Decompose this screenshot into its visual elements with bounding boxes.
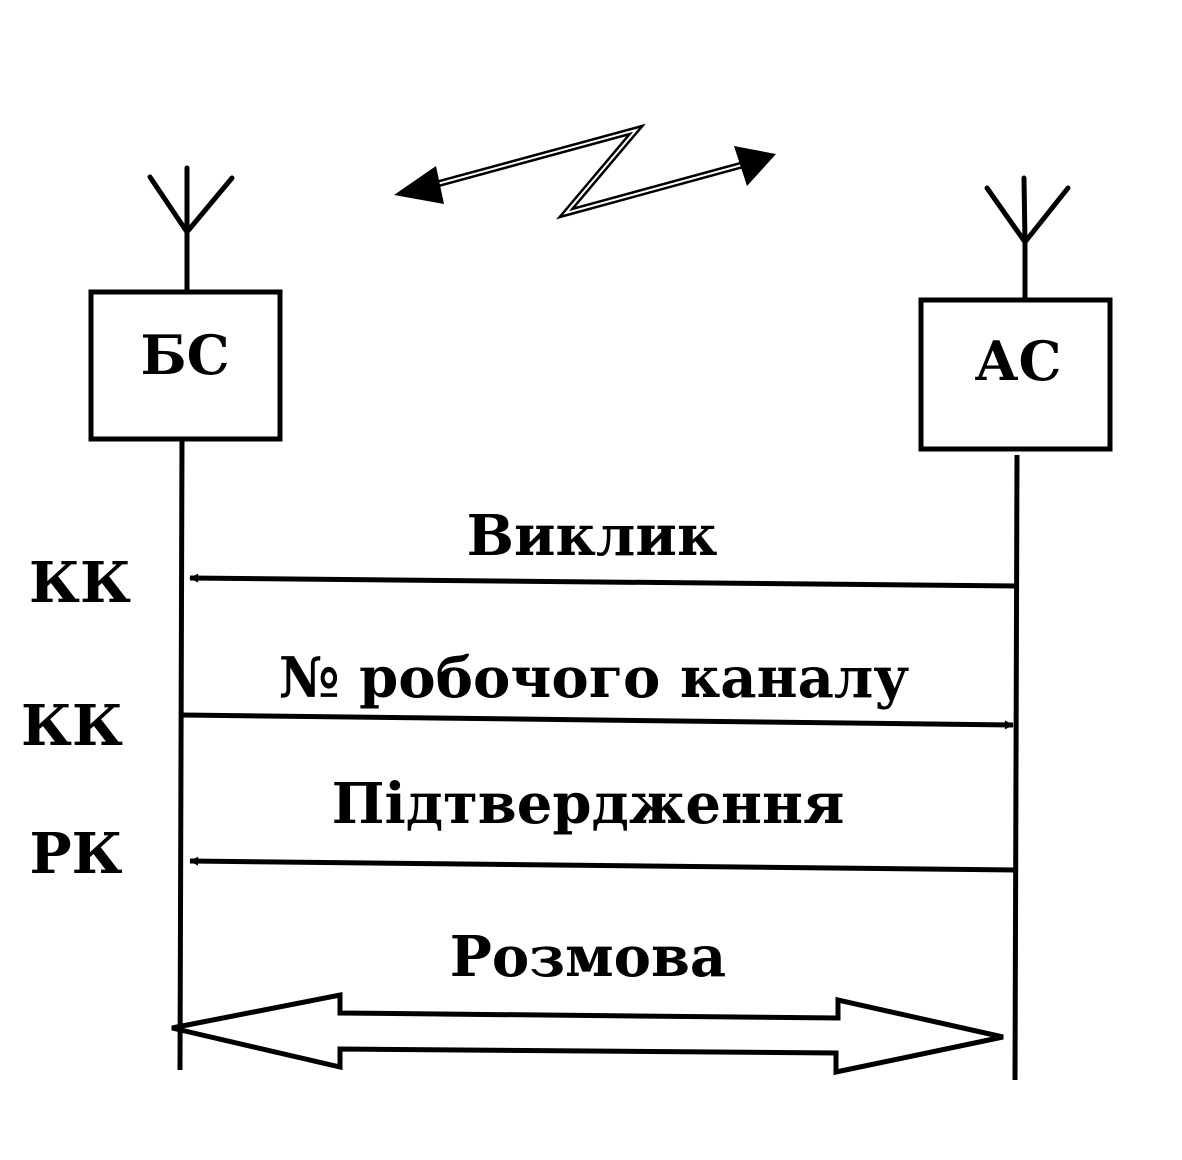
message-confirmation-label: Підтвердження bbox=[332, 771, 845, 837]
bidirectional-channel-arrow bbox=[171, 991, 1004, 1076]
radio-link-right-arrowhead bbox=[734, 146, 776, 186]
base-station-lifeline bbox=[177, 438, 185, 1071]
base-station-antenna-icon bbox=[147, 165, 235, 295]
message-call-arrow bbox=[189, 573, 1018, 589]
base-station-node: БС bbox=[88, 289, 283, 442]
side-label-control-channel-1: КК bbox=[29, 550, 131, 616]
message-conversation-label: Розмова bbox=[450, 924, 726, 990]
mobile-station-lifeline bbox=[1012, 454, 1020, 1081]
message-channel-number-label: № робочого каналу bbox=[279, 645, 910, 711]
mobile-station-node: АС bbox=[918, 297, 1113, 452]
message-channel-number-arrow bbox=[181, 712, 1014, 730]
mobile-station-antenna-icon bbox=[984, 175, 1071, 303]
mobile-station-label: АС bbox=[975, 329, 1062, 393]
message-confirmation-arrow bbox=[189, 856, 1018, 873]
side-label-working-channel: РК bbox=[29, 821, 122, 887]
radio-link-icon bbox=[394, 123, 776, 220]
base-station-label: БС bbox=[140, 323, 229, 387]
side-label-control-channel-2: КК bbox=[21, 693, 123, 759]
radio-link-left-arrowhead bbox=[394, 166, 444, 204]
message-call-label: Виклик bbox=[467, 503, 718, 569]
